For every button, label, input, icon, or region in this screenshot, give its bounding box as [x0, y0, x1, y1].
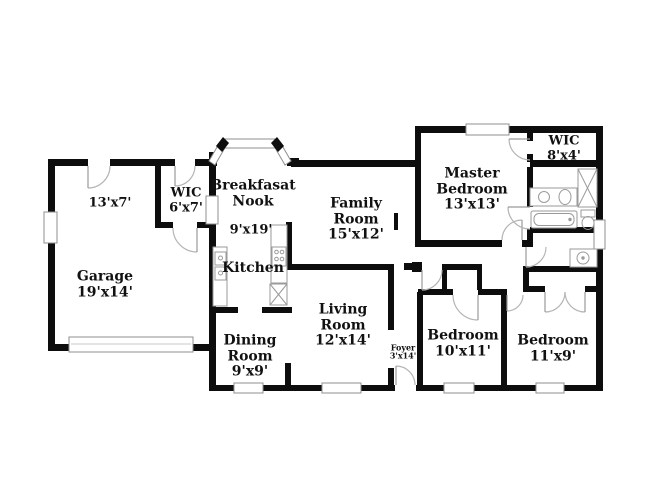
door-arc [395, 365, 416, 386]
window [233, 382, 264, 394]
window [205, 195, 219, 225]
room-dims: 19'x14' [77, 284, 133, 300]
room-name: WIC [548, 133, 580, 149]
door-arc [506, 294, 524, 312]
room-label-living-room: Living Room 12'x14' [314, 302, 372, 349]
door-arc [452, 294, 479, 321]
bay-window-pane-center [221, 138, 279, 149]
room-label-breakfast-nook: Breakfasat Nook [207, 177, 299, 209]
master-bath-fixtures [529, 168, 598, 230]
stove-burner [279, 256, 285, 262]
room-dims: 15'x12' [328, 226, 384, 243]
window [593, 219, 606, 250]
room-dims: 6'x7' [169, 200, 203, 215]
room-label-dining-room: Dining Room 9'x9' [221, 333, 279, 380]
door-arc [501, 219, 523, 241]
room-label-master-bedroom: Master Bedroom 13'x13' [433, 166, 511, 213]
room-dims: 9'x19' [229, 222, 273, 238]
kitchen-sink [214, 251, 227, 266]
vanity-counter [529, 187, 578, 207]
stove-burner [274, 256, 279, 262]
door-arc [507, 206, 531, 230]
shower-diagonal [577, 168, 598, 208]
stove-burner [274, 249, 279, 255]
front-door-opening [395, 384, 416, 392]
kitchen-fixtures [212, 224, 288, 307]
toilet-bowl [581, 216, 595, 230]
door-arc [564, 291, 586, 313]
room-dims: 12'x14' [315, 332, 371, 349]
vanity-basin [538, 191, 550, 203]
door-arc [421, 269, 443, 291]
room-dims: 11'x9' [529, 348, 577, 364]
bay-window [208, 137, 292, 166]
room-dims: 10'x11' [435, 343, 491, 359]
room-label-garage: Garage 19'x14' [65, 269, 145, 300]
door-arcs [87, 138, 586, 386]
room-name: Dining Room [223, 332, 277, 365]
door-arc [508, 138, 531, 161]
window [535, 382, 565, 394]
room-dims: 3'x14' [389, 351, 417, 361]
room-dims: 13'x7' [88, 195, 132, 211]
bay-window-post-left [216, 137, 229, 152]
bathtub [530, 210, 578, 229]
room-label-foyer: Foyer 3'x14' [386, 342, 420, 361]
interior-walls [155, 133, 603, 391]
room-name: Living Room [318, 301, 368, 334]
room-label-bedroom-1: Bedroom 10'x11' [423, 328, 503, 359]
hall-bath-fixtures [569, 248, 598, 268]
room-label-wic-master: WIC 8'x4' [539, 134, 589, 163]
windows [43, 123, 606, 394]
refrigerator-diagonal [269, 283, 288, 306]
kitchen-sink-basin [218, 255, 223, 261]
sink-basin [576, 251, 590, 265]
room-label-bedroom-2: Bedroom 11'x9' [513, 333, 593, 364]
window [465, 123, 510, 136]
toilet-tank [580, 209, 596, 218]
room-name: Bedroom [517, 332, 589, 349]
door-arc [174, 165, 196, 187]
kitchen-appliance [214, 266, 227, 281]
room-name: Master Bedroom [436, 165, 508, 198]
room-dims: 13'x13' [444, 196, 500, 213]
room-name: Foyer [390, 342, 416, 353]
sink-drain [581, 256, 585, 260]
room-name: Garage [76, 268, 134, 285]
room-dims: 9'x9' [231, 363, 269, 380]
stove [271, 246, 287, 267]
room-name: Family Room [330, 195, 382, 228]
bathtub-faucet [568, 217, 572, 222]
stove-burner [279, 249, 285, 255]
kitchen-appliance-knob [218, 270, 223, 276]
room-name: WIC [170, 185, 202, 201]
room-name: Breakfasat Nook [210, 177, 296, 209]
room-label-kitchen: Kitchen [218, 260, 288, 277]
window [443, 382, 475, 394]
room-label-wic-left: WIC 6'x7' [161, 186, 211, 215]
room-name: Kitchen [222, 260, 284, 277]
room-label-storage: 13'x7' [75, 195, 145, 212]
door-arc [172, 227, 198, 253]
door-arc [87, 165, 111, 189]
bay-window-post-right [271, 137, 284, 152]
bathtub-inner [533, 213, 575, 226]
room-label-family-room: Family Room 15'x12' [326, 196, 386, 243]
room-name: Bedroom [427, 327, 499, 344]
room-dims: 8'x4' [547, 148, 581, 163]
window [43, 211, 58, 244]
door-arc [525, 246, 547, 268]
room-label-kitchen-dims: 9'x19' [221, 222, 281, 239]
door-arc [544, 291, 566, 313]
garage-door [68, 336, 194, 353]
window [321, 382, 362, 394]
vanity-basin [558, 189, 572, 205]
